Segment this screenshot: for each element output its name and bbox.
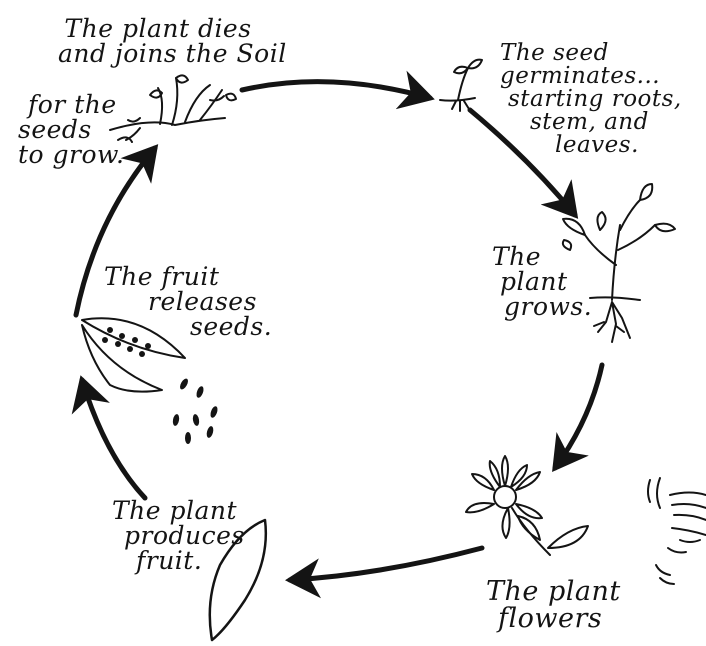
- label-line: leaves.: [500, 134, 682, 157]
- label-plant-dies-cont: for the seeds to grow.: [18, 92, 124, 167]
- label-line: fruit.: [112, 548, 245, 573]
- label-line: to grow.: [18, 142, 124, 167]
- label-plant-flowers: The plant flowers: [486, 578, 621, 632]
- label-line: plant: [492, 269, 592, 294]
- label-seed-germinates: The seed germinates... starting roots, s…: [500, 42, 682, 157]
- arrow-grows-to-flowers: [555, 365, 602, 468]
- label-line: The: [492, 244, 592, 269]
- label-line: flowers: [486, 605, 621, 632]
- label-fruit-releases-seeds: The fruit releases seeds.: [104, 264, 272, 339]
- label-line: releases: [104, 289, 272, 314]
- label-line: seeds.: [104, 314, 272, 339]
- label-line: grows.: [492, 294, 592, 319]
- label-plant-produces-fruit: The plant produces fruit.: [112, 498, 245, 573]
- label-line: The plant: [112, 498, 245, 523]
- label-plant-grows: The plant grows.: [492, 244, 592, 319]
- arrow-flowers-to-fruit: [290, 548, 482, 580]
- label-line: The fruit: [104, 264, 272, 289]
- dead-plant-icon: [110, 75, 236, 142]
- label-line: for the: [18, 92, 124, 117]
- label-line: produces: [112, 523, 245, 548]
- label-line: germinates...: [500, 65, 682, 88]
- label-line: stem, and: [500, 111, 682, 134]
- label-line: seeds: [18, 117, 124, 142]
- label-line: The plant: [486, 578, 621, 605]
- sprout-icon: [440, 60, 482, 111]
- label-line: and joins the Soil: [58, 41, 258, 66]
- label-line: The seed: [500, 42, 682, 65]
- flower-icon: [466, 456, 588, 555]
- label-line: The plant dies: [58, 16, 258, 41]
- arrow-fruit-to-releases: [82, 380, 145, 498]
- arrow-dies-to-germinates: [242, 82, 430, 98]
- bee-icon: [648, 478, 706, 584]
- label-line: starting roots,: [500, 88, 682, 111]
- label-plant-dies: The plant dies and joins the Soil: [58, 16, 258, 66]
